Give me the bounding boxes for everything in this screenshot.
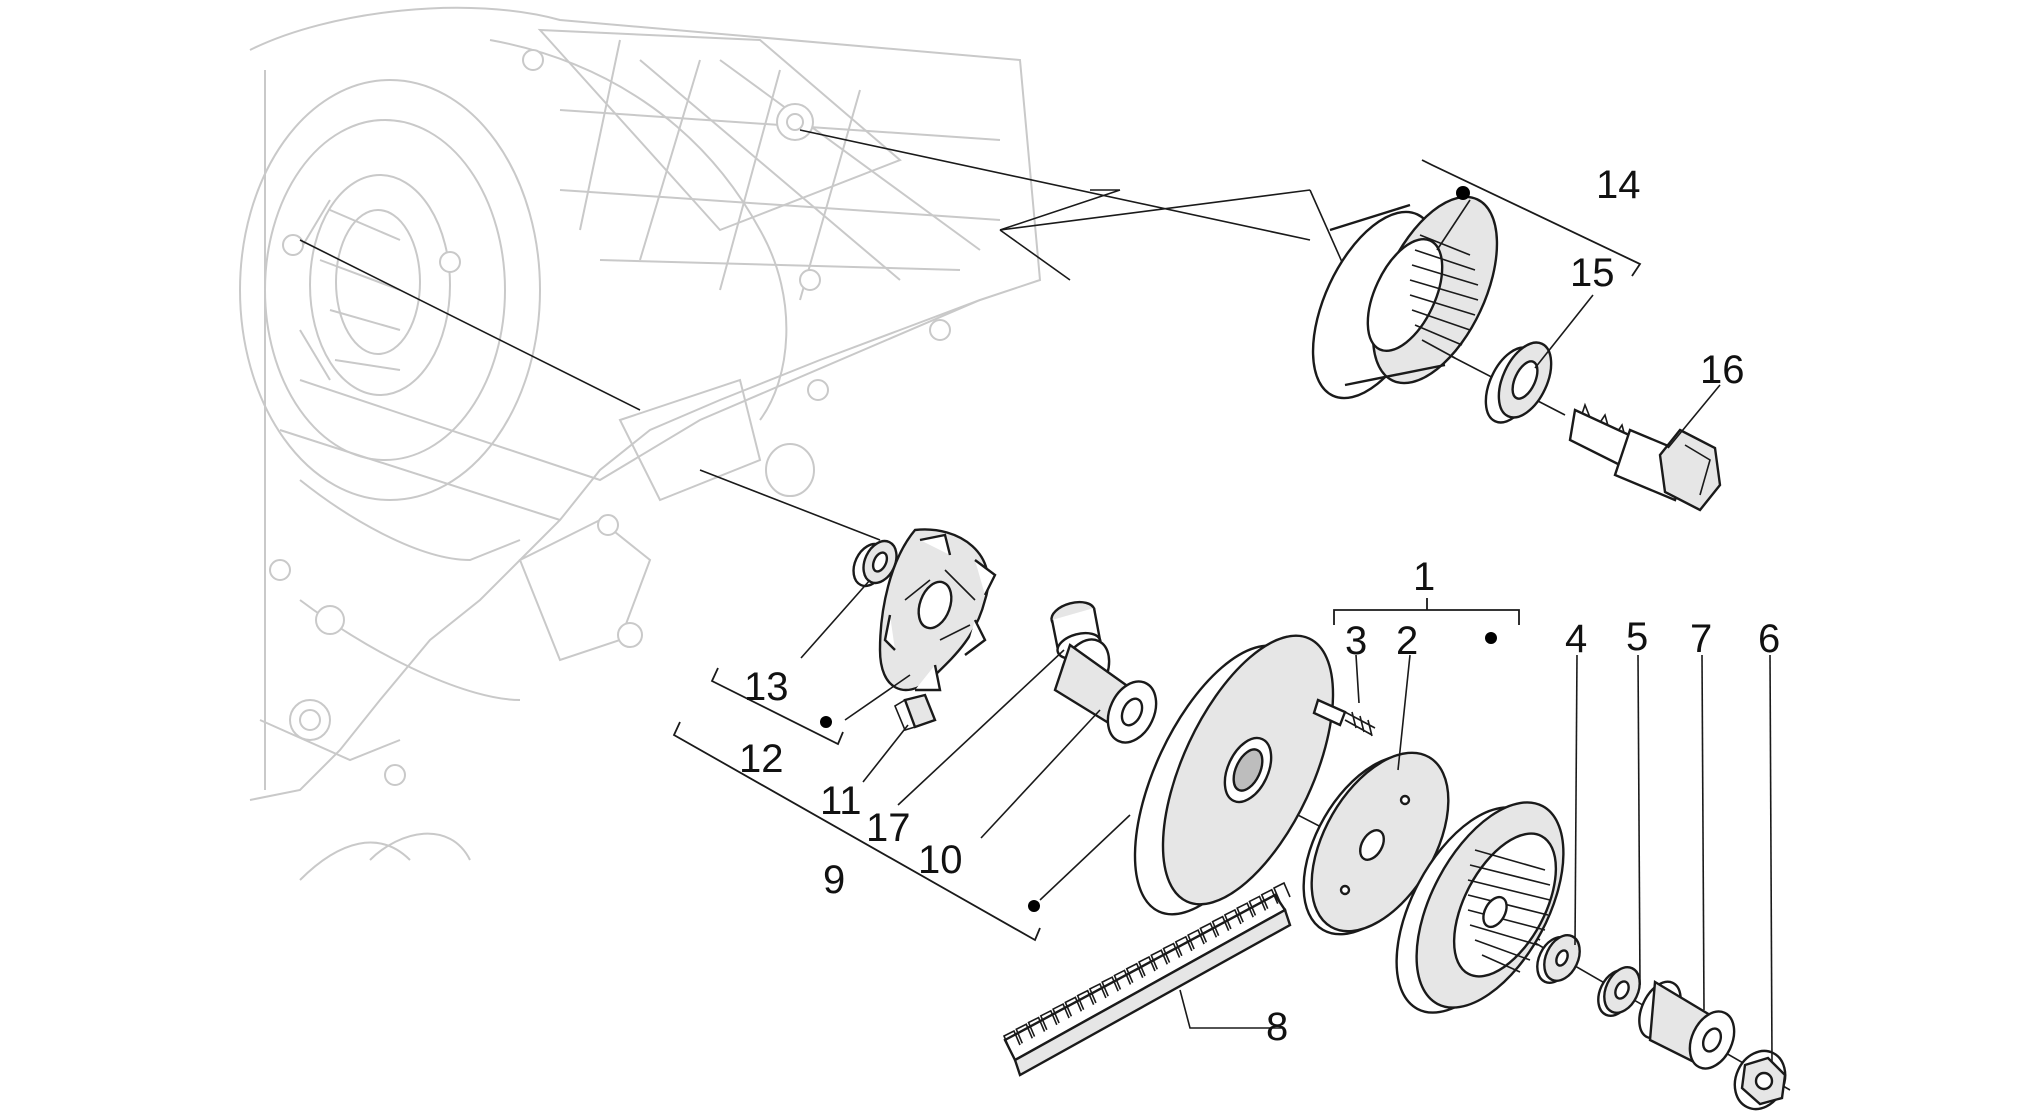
label-11: 11 <box>820 779 862 823</box>
part-2-thrust-plate <box>1302 751 1450 936</box>
label-17: 17 <box>866 806 911 850</box>
part-9-variator-pulley <box>1133 634 1335 916</box>
label-7: 7 <box>1690 617 1712 661</box>
group-brackets <box>672 159 1642 942</box>
label-15: 15 <box>1570 251 1615 295</box>
part-12-ramp-plate <box>878 528 997 692</box>
part-10-sleeve <box>1053 638 1158 744</box>
label-14: 14 <box>1596 163 1641 207</box>
part-7-spacer-bush <box>1638 979 1736 1070</box>
leader-lines <box>800 199 1773 1063</box>
crankcase-housing <box>239 6 1042 881</box>
assembly-dots <box>820 186 1497 912</box>
part-number-labels: 14 15 16 1 3 2 4 5 7 6 13 12 11 17 10 9 … <box>739 163 1780 1049</box>
part-11-slider <box>893 693 937 731</box>
label-3: 3 <box>1345 619 1367 663</box>
label-13: 13 <box>744 665 789 709</box>
part-16-shoulder-bolt <box>1568 402 1722 512</box>
part-4-washer <box>1536 934 1581 984</box>
label-6: 6 <box>1758 617 1780 661</box>
part-1-fan-pulley <box>1395 801 1565 1014</box>
label-16: 16 <box>1700 348 1745 392</box>
label-5: 5 <box>1626 615 1648 659</box>
label-4: 4 <box>1565 617 1587 661</box>
label-12: 12 <box>739 737 784 781</box>
label-9: 9 <box>823 858 845 902</box>
label-10: 10 <box>918 838 963 882</box>
part-8-drive-belt <box>1002 881 1292 1077</box>
part-14-roller-pulley <box>1311 195 1499 400</box>
part-13-oil-seal <box>852 539 898 588</box>
part-6-nut <box>1733 1049 1787 1111</box>
part-5-washer <box>1597 966 1641 1017</box>
part-15-bearing <box>1484 341 1553 424</box>
label-1: 1 <box>1413 555 1435 599</box>
part-3-screw <box>1312 698 1376 737</box>
label-8: 8 <box>1266 1005 1288 1049</box>
label-2: 2 <box>1396 619 1418 663</box>
